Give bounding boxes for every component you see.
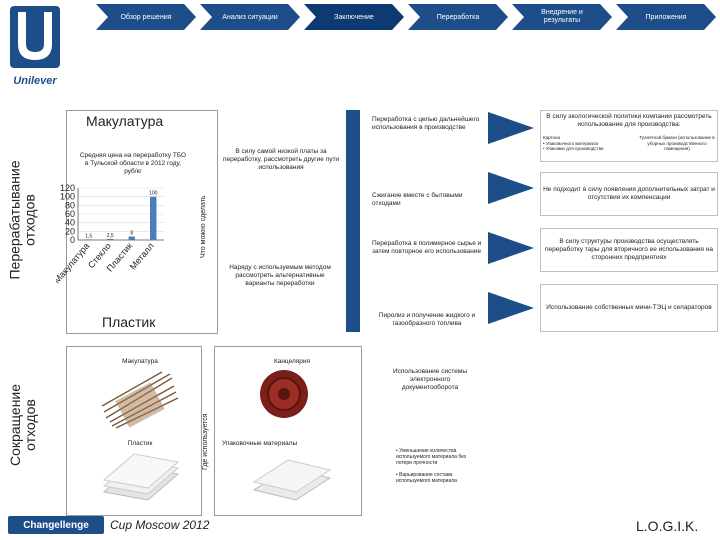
packaging-image: [248, 452, 334, 502]
side-label-recycling: Перерабатывание отходов: [0, 110, 46, 330]
arrow-right-4: [488, 292, 534, 324]
flow-item-4: Пиролиз и получение жидкого и газообразн…: [372, 312, 482, 328]
y-tick-label: 80: [65, 200, 75, 210]
flow-item-2: Сжигание вместе с бытовыми отходами: [372, 192, 482, 208]
tab-implementation[interactable]: Внедрение и результаты: [512, 4, 612, 30]
low-price-note: В силу самой низкой платы за переработку…: [222, 148, 340, 172]
tab-recycling[interactable]: Переработка: [408, 4, 508, 30]
bar: [129, 237, 135, 240]
right-box-3: В силу структуры производства осуществля…: [540, 228, 718, 272]
y-tick-label: 100: [60, 192, 75, 202]
packaging-bullet-2: • Варьирование состава используемого мат…: [396, 472, 476, 484]
data-label: 8: [130, 231, 133, 237]
flow-item-3: Переработка в полимерное сырье и затем п…: [372, 240, 482, 256]
tab-conclusion[interactable]: Заключение: [304, 4, 404, 30]
event-name: Cup Moscow 2012: [110, 518, 209, 532]
sub-right: Туалетной бумаги (использование в уборны…: [639, 135, 715, 152]
data-label: 1,5: [85, 233, 92, 239]
y-tick-label: 20: [65, 226, 75, 236]
arrow-right-3: [488, 232, 534, 264]
reduction-plastic-label: Пластик: [110, 440, 170, 448]
what-to-do-label: Что можно сделать: [200, 195, 207, 258]
packaging-bullet-1: • Уменьшение количества используемого ма…: [396, 448, 476, 466]
tab-analysis[interactable]: Анализ ситуации: [200, 4, 300, 30]
arrow-right-1: [488, 112, 534, 144]
wax-seal-image: [256, 366, 312, 422]
sub-left-item-2: • Упаковки для производства: [543, 146, 629, 152]
bar: [86, 239, 92, 240]
y-tick-label: 60: [65, 209, 75, 219]
price-chart: 0204060801001201,5Макулатура2,5Стекло8Пл…: [56, 180, 186, 290]
alt-methods-note: Наряду с используемым методом рассмотрет…: [226, 264, 334, 288]
reduction-paper-label: Макулатура: [110, 358, 170, 366]
right-box-1: В силу экологической политики компании р…: [540, 110, 718, 162]
data-label: 2,5: [107, 233, 114, 239]
y-tick-label: 0: [70, 235, 75, 245]
packaging-label: Упаковочные материалы: [222, 440, 352, 448]
bar: [150, 197, 156, 240]
panel-title-plastic: Пластик: [96, 314, 161, 330]
paper-stack-image: [100, 368, 180, 430]
avg-price-note: Средняя цена на переработку ТБО в Тульск…: [78, 152, 188, 176]
edoc-note: Использование системы электронного докум…: [388, 368, 472, 392]
right-box-2: Не подходит в силу появления дополнитель…: [540, 172, 718, 216]
side-label-reduction: Сокращение отходов: [0, 345, 46, 505]
plastic-sheets-image: [98, 452, 182, 502]
right-box-4: Использование собственных мини-ТЭЦ и сеп…: [540, 284, 718, 332]
y-tick-label: 120: [60, 183, 75, 193]
arrow-1: [346, 118, 356, 146]
unilever-logo: Unilever: [6, 4, 64, 90]
stationery-label: Канцелярия: [252, 358, 332, 366]
panel-title-paper: Макулатура: [80, 113, 169, 129]
brand-name: Unilever: [13, 75, 57, 87]
flow-item-1: Переработка с целью дальнейшего использо…: [372, 116, 482, 132]
top-nav: Обзор решения Анализ ситуации Заключение…: [96, 4, 720, 30]
y-tick-label: 40: [65, 218, 75, 228]
tab-overview[interactable]: Обзор решения: [96, 4, 196, 30]
changellenge-logo: Changellenge: [8, 516, 104, 534]
arrow-right-2: [488, 172, 534, 204]
tab-appendix[interactable]: Приложения: [616, 4, 716, 30]
bar: [107, 239, 113, 240]
data-label: 100: [149, 191, 158, 197]
team-name: L.O.G.I.K.: [636, 518, 698, 534]
right-box-1-text: В силу экологической политики компании р…: [543, 113, 715, 129]
where-used-label: Где используется: [202, 413, 209, 470]
